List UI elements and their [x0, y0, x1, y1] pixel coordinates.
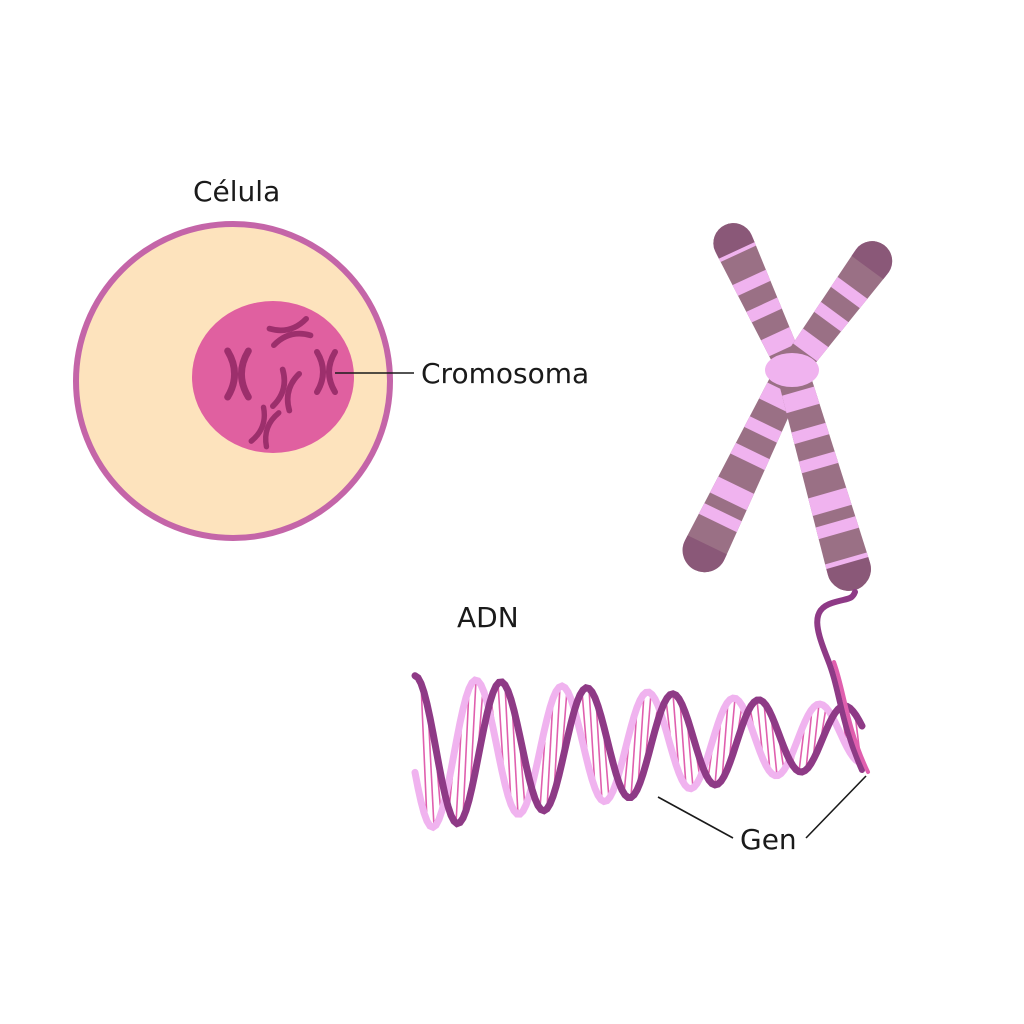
nucleus-chromatid: [326, 349, 338, 395]
nucleus-chromatid: [314, 349, 326, 395]
dna-tail: [814, 589, 865, 773]
dna-base-pair: [420, 683, 428, 822]
dna-base-pair: [679, 700, 687, 787]
nucleus-chromosomes: [224, 315, 338, 450]
nucleus-chromatid: [271, 330, 314, 349]
nucleus-chromatid: [284, 371, 303, 414]
cell-nucleus: [192, 301, 354, 453]
cell-label: Célula: [193, 175, 281, 208]
dna-label: ADN: [457, 601, 519, 634]
dna-helix: [411, 589, 870, 832]
dna-base-pair: [630, 707, 638, 798]
nucleus-chromosome: [248, 404, 282, 450]
dna-base-pair: [595, 700, 603, 801]
dna-base-pair: [721, 701, 729, 780]
centromere: [765, 353, 819, 387]
nucleus-chromatid: [263, 410, 282, 450]
dna-strand-dark: [411, 672, 866, 828]
nucleus-chromatid: [238, 347, 252, 401]
nucleus-chromosome: [224, 347, 252, 401]
cell: [73, 221, 393, 541]
nucleus-chromatid: [248, 404, 267, 444]
gene-label: Gen: [740, 823, 797, 856]
dna-base-pair: [511, 702, 519, 815]
dna-base-pair: [462, 688, 470, 819]
leader-lines: [335, 372, 867, 839]
dna-base-pair: [553, 686, 561, 794]
dna-tail-light: [832, 660, 870, 774]
nucleus-chromosome: [314, 349, 338, 395]
gene-leader-line-right: [805, 775, 867, 839]
dna-base-pair: [637, 693, 645, 788]
dna-base-pair: [504, 684, 512, 805]
chromosome: [675, 216, 901, 597]
dna-base-pair: [763, 702, 771, 772]
nucleus-chromosome: [266, 315, 314, 349]
dna-base-pair: [805, 708, 813, 771]
dna-base-pair: [546, 698, 554, 809]
chromosome-label: Cromosoma: [421, 357, 590, 390]
nucleus-chromatid: [224, 347, 238, 401]
gene-leader-line-left: [657, 796, 734, 839]
dna-base-pair: [588, 688, 596, 789]
nucleus-chromatid: [269, 366, 288, 409]
nucleus-chromosome: [269, 366, 303, 414]
nucleus-chromatid: [266, 315, 309, 334]
